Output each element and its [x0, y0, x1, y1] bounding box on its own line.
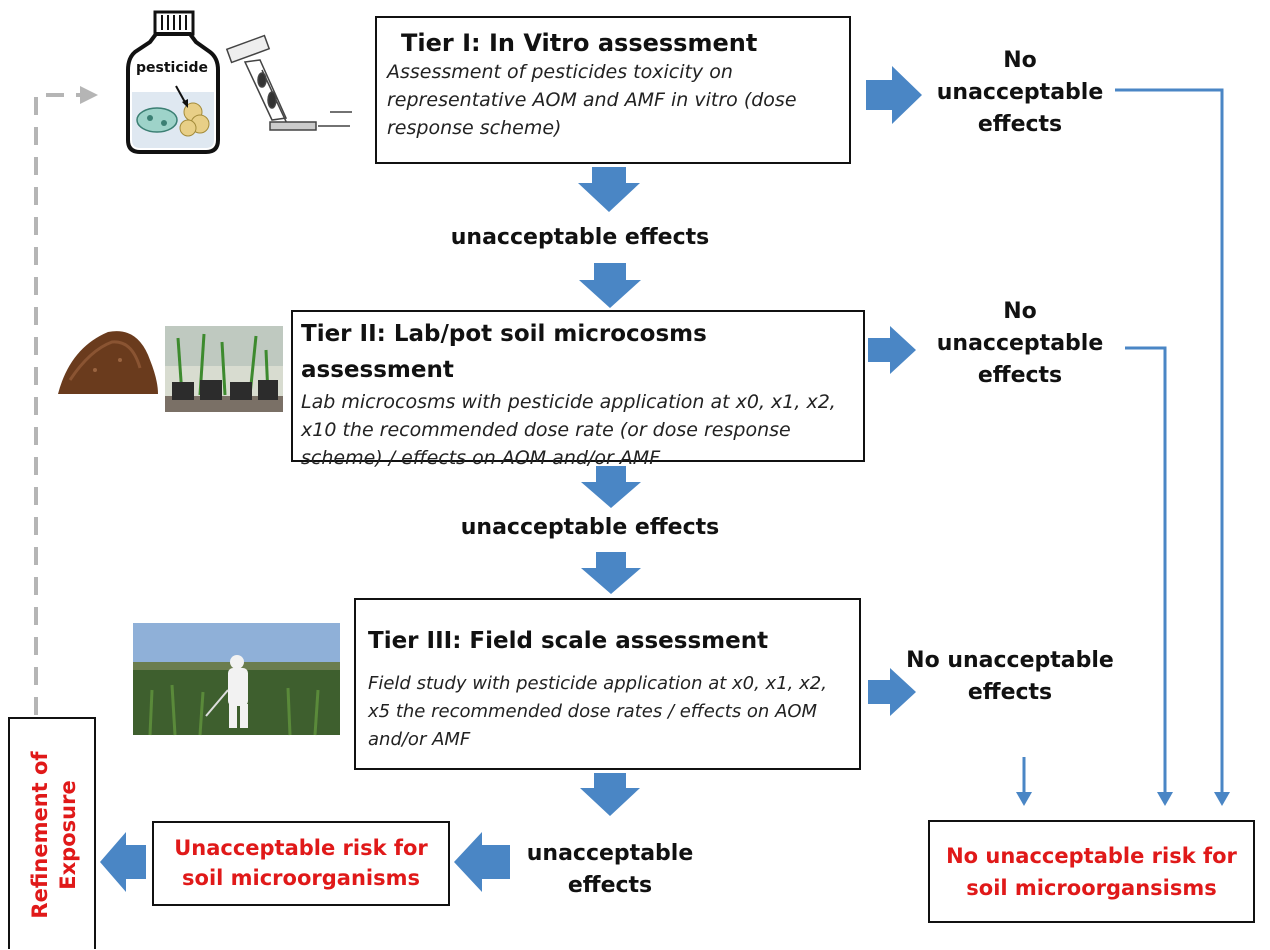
tier3-description: Field study with pesticide application a…	[368, 673, 827, 750]
down-arrow-tier3	[580, 773, 640, 816]
down-arrow-to-tier3	[581, 552, 641, 594]
lab-apparatus-icon	[225, 34, 352, 131]
no-unacceptable-risk-box: No unacceptable risk for soil microorgan…	[928, 820, 1255, 923]
tier1-title: Tier I: In Vitro assessment	[401, 29, 758, 57]
tier2-box: Tier II: Lab/pot soil microcosms assessm…	[291, 310, 865, 469]
no-effects-label-tier1: No unacceptable effects	[936, 48, 1104, 137]
tier2-description: Lab microcosms with pesticide applicatio…	[301, 391, 836, 469]
feedback-arrowhead	[80, 86, 98, 104]
no-effects-label-tier2: No unacceptable effects	[936, 299, 1104, 388]
tier2-title: Tier II: Lab/pot soil microcosms assessm…	[301, 321, 707, 383]
right-arrow-tier2	[868, 326, 916, 374]
down-arrow-tier2	[581, 466, 641, 508]
pesticide-bottle-icon	[126, 10, 220, 154]
soil-pile-icon	[58, 331, 158, 394]
connector-tier2	[1125, 346, 1167, 795]
no-effects-label-tier3: No unacceptable effects	[906, 648, 1114, 705]
connector-tier1	[1115, 88, 1224, 795]
effects-label-tier3: unacceptable effects	[526, 841, 694, 898]
refinement-feedback-arrow	[34, 93, 82, 715]
refinement-label: Refinement of Exposure	[28, 751, 80, 919]
field-spraying-photo	[133, 623, 340, 736]
tier1-box: Tier I: In Vitro assessment Assessment o…	[375, 16, 851, 164]
down-arrow-to-tier2	[579, 263, 641, 308]
tier1-description: Assessment of pesticides toxicity on rep…	[387, 61, 797, 139]
effects-label-tier1: unacceptable effects	[450, 225, 710, 250]
tier3-box: Tier III: Field scale assessment Field s…	[354, 598, 861, 770]
left-arrow-risk	[100, 832, 146, 892]
tier3-title: Tier III: Field scale assessment	[368, 628, 769, 654]
unacceptable-risk-box: Unacceptable risk for soil microorganism…	[152, 821, 450, 906]
down-arrow-tier1	[578, 167, 640, 212]
left-arrow-effects	[454, 832, 510, 892]
effects-label-tier2: unacceptable effects	[460, 515, 720, 540]
right-arrow-tier3	[868, 668, 916, 716]
microcosm-pots-photo	[165, 326, 283, 412]
refinement-box: Refinement of Exposure	[8, 717, 96, 949]
right-arrow-tier1	[866, 66, 922, 124]
bottle-label: pesticide	[136, 60, 208, 76]
